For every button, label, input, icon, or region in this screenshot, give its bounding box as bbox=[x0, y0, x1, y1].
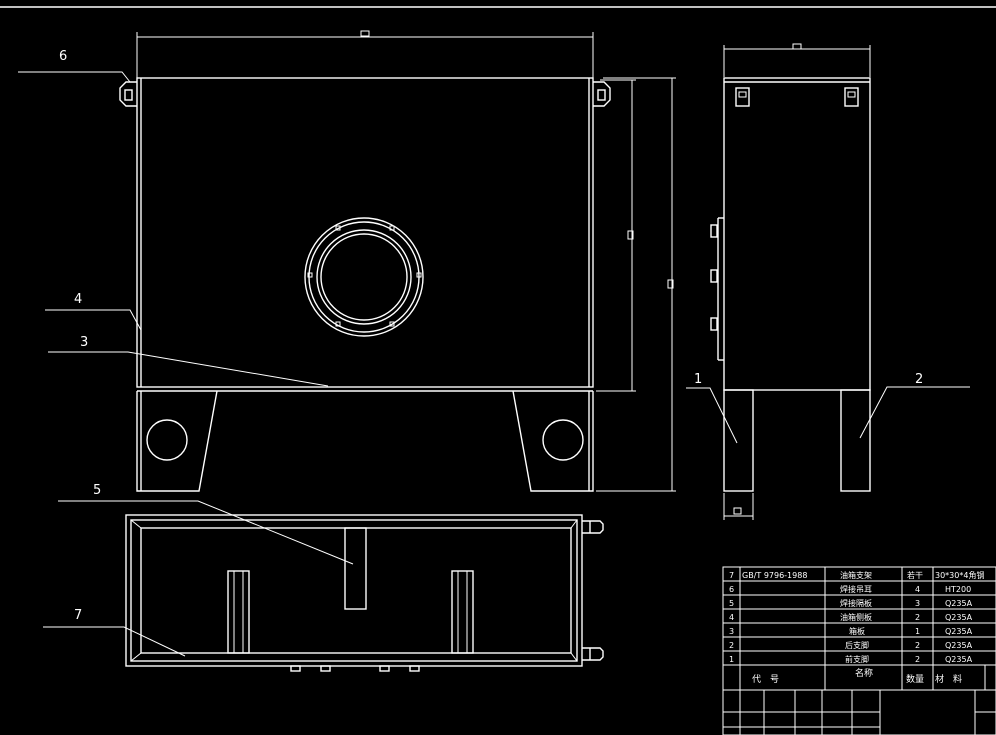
svg-text:若干: 若干 bbox=[907, 570, 923, 580]
svg-text:前支脚: 前支脚 bbox=[845, 654, 869, 664]
svg-text:30*30*4角钢: 30*30*4角钢 bbox=[935, 570, 984, 580]
front-leg-left bbox=[136, 390, 218, 492]
bom-row: 2 后支脚 2 Q235A bbox=[729, 640, 973, 650]
dimension-value-box bbox=[792, 43, 802, 50]
svg-text:Q235A: Q235A bbox=[945, 655, 973, 664]
svg-text:Q235A: Q235A bbox=[945, 641, 973, 650]
bill-of-materials: 7 GB/T 9796-1988 油箱支架 若干 30*30*4角钢 6 焊接吊… bbox=[722, 566, 996, 735]
svg-text:2: 2 bbox=[915, 655, 920, 664]
bom-row: 4 油箱侧板 2 Q235A bbox=[729, 612, 973, 622]
svg-text:Q235A: Q235A bbox=[945, 613, 973, 622]
bom-header-qty: 数量 bbox=[906, 673, 924, 685]
side-leg-left bbox=[723, 389, 754, 492]
svg-text:焊接吊耳: 焊接吊耳 bbox=[840, 584, 872, 594]
svg-text:5: 5 bbox=[729, 599, 734, 608]
svg-text:Q235A: Q235A bbox=[945, 599, 973, 608]
bom-row: 7 GB/T 9796-1988 油箱支架 若干 30*30*4角钢 bbox=[729, 570, 984, 580]
dimension-value-box bbox=[627, 230, 634, 240]
front-view bbox=[18, 30, 676, 492]
svg-text:6: 6 bbox=[729, 585, 734, 594]
balloon-4: 4 bbox=[74, 292, 82, 307]
balloon-2: 2 bbox=[915, 372, 923, 387]
bom-row: 3 箱板 1 Q235A bbox=[729, 626, 973, 636]
svg-text:7: 7 bbox=[729, 571, 734, 580]
balloon-6: 6 bbox=[59, 49, 67, 64]
balloon-3: 3 bbox=[80, 335, 88, 350]
inspection-port-inner bbox=[316, 229, 412, 325]
lug-side-right bbox=[844, 87, 859, 107]
svg-text:2: 2 bbox=[915, 641, 920, 650]
leg-hole-left bbox=[146, 419, 188, 461]
left-baffle bbox=[227, 570, 250, 654]
svg-text:1: 1 bbox=[729, 655, 734, 664]
bom-row: 5 焊接隔板 3 Q235A bbox=[729, 598, 973, 608]
lifting-lug-right bbox=[593, 81, 611, 107]
svg-text:4: 4 bbox=[915, 585, 920, 594]
dimension-value-box bbox=[667, 279, 674, 289]
svg-text:后支脚: 后支脚 bbox=[845, 640, 869, 650]
svg-text:油箱支架: 油箱支架 bbox=[840, 570, 872, 580]
center-baffle bbox=[344, 527, 367, 610]
bom-header-name: 名称 bbox=[855, 667, 873, 679]
balloon-7: 7 bbox=[74, 608, 82, 623]
side-leg-right bbox=[840, 389, 871, 492]
bom-row: 6 焊接吊耳 4 HT200 bbox=[729, 584, 971, 594]
tank-body bbox=[136, 77, 594, 388]
svg-text:2: 2 bbox=[729, 641, 734, 650]
dimension-value-box bbox=[733, 507, 742, 515]
dimension-value-box bbox=[360, 30, 370, 37]
side-view bbox=[686, 43, 970, 520]
side-body bbox=[723, 77, 871, 391]
bom-row: 1 前支脚 2 Q235A bbox=[729, 654, 973, 664]
svg-text:焊接隔板: 焊接隔板 bbox=[840, 598, 872, 608]
bom-header-material: 材 料 bbox=[935, 673, 962, 685]
svg-text:4: 4 bbox=[729, 613, 734, 622]
top-outline bbox=[125, 514, 583, 667]
lifting-lug-left bbox=[119, 81, 137, 107]
balloon-5: 5 bbox=[93, 483, 101, 498]
inspection-port-outer bbox=[304, 217, 424, 337]
balloon-1: 1 bbox=[694, 372, 702, 387]
svg-text:GB/T 9796-1988: GB/T 9796-1988 bbox=[742, 571, 807, 580]
bom-header-code: 代 号 bbox=[752, 674, 779, 685]
svg-text:2: 2 bbox=[915, 613, 920, 622]
right-baffle bbox=[451, 570, 474, 654]
front-leg-right bbox=[512, 390, 594, 492]
top-view bbox=[43, 500, 604, 672]
svg-text:Q235A: Q235A bbox=[945, 627, 973, 636]
svg-text:油箱侧板: 油箱侧板 bbox=[840, 612, 872, 622]
svg-text:3: 3 bbox=[729, 627, 734, 636]
svg-text:3: 3 bbox=[915, 599, 920, 608]
svg-text:箱板: 箱板 bbox=[849, 626, 865, 636]
leg-hole-right bbox=[542, 419, 584, 461]
lug-side-left bbox=[735, 87, 750, 107]
svg-text:1: 1 bbox=[915, 627, 920, 636]
svg-text:HT200: HT200 bbox=[945, 585, 971, 594]
